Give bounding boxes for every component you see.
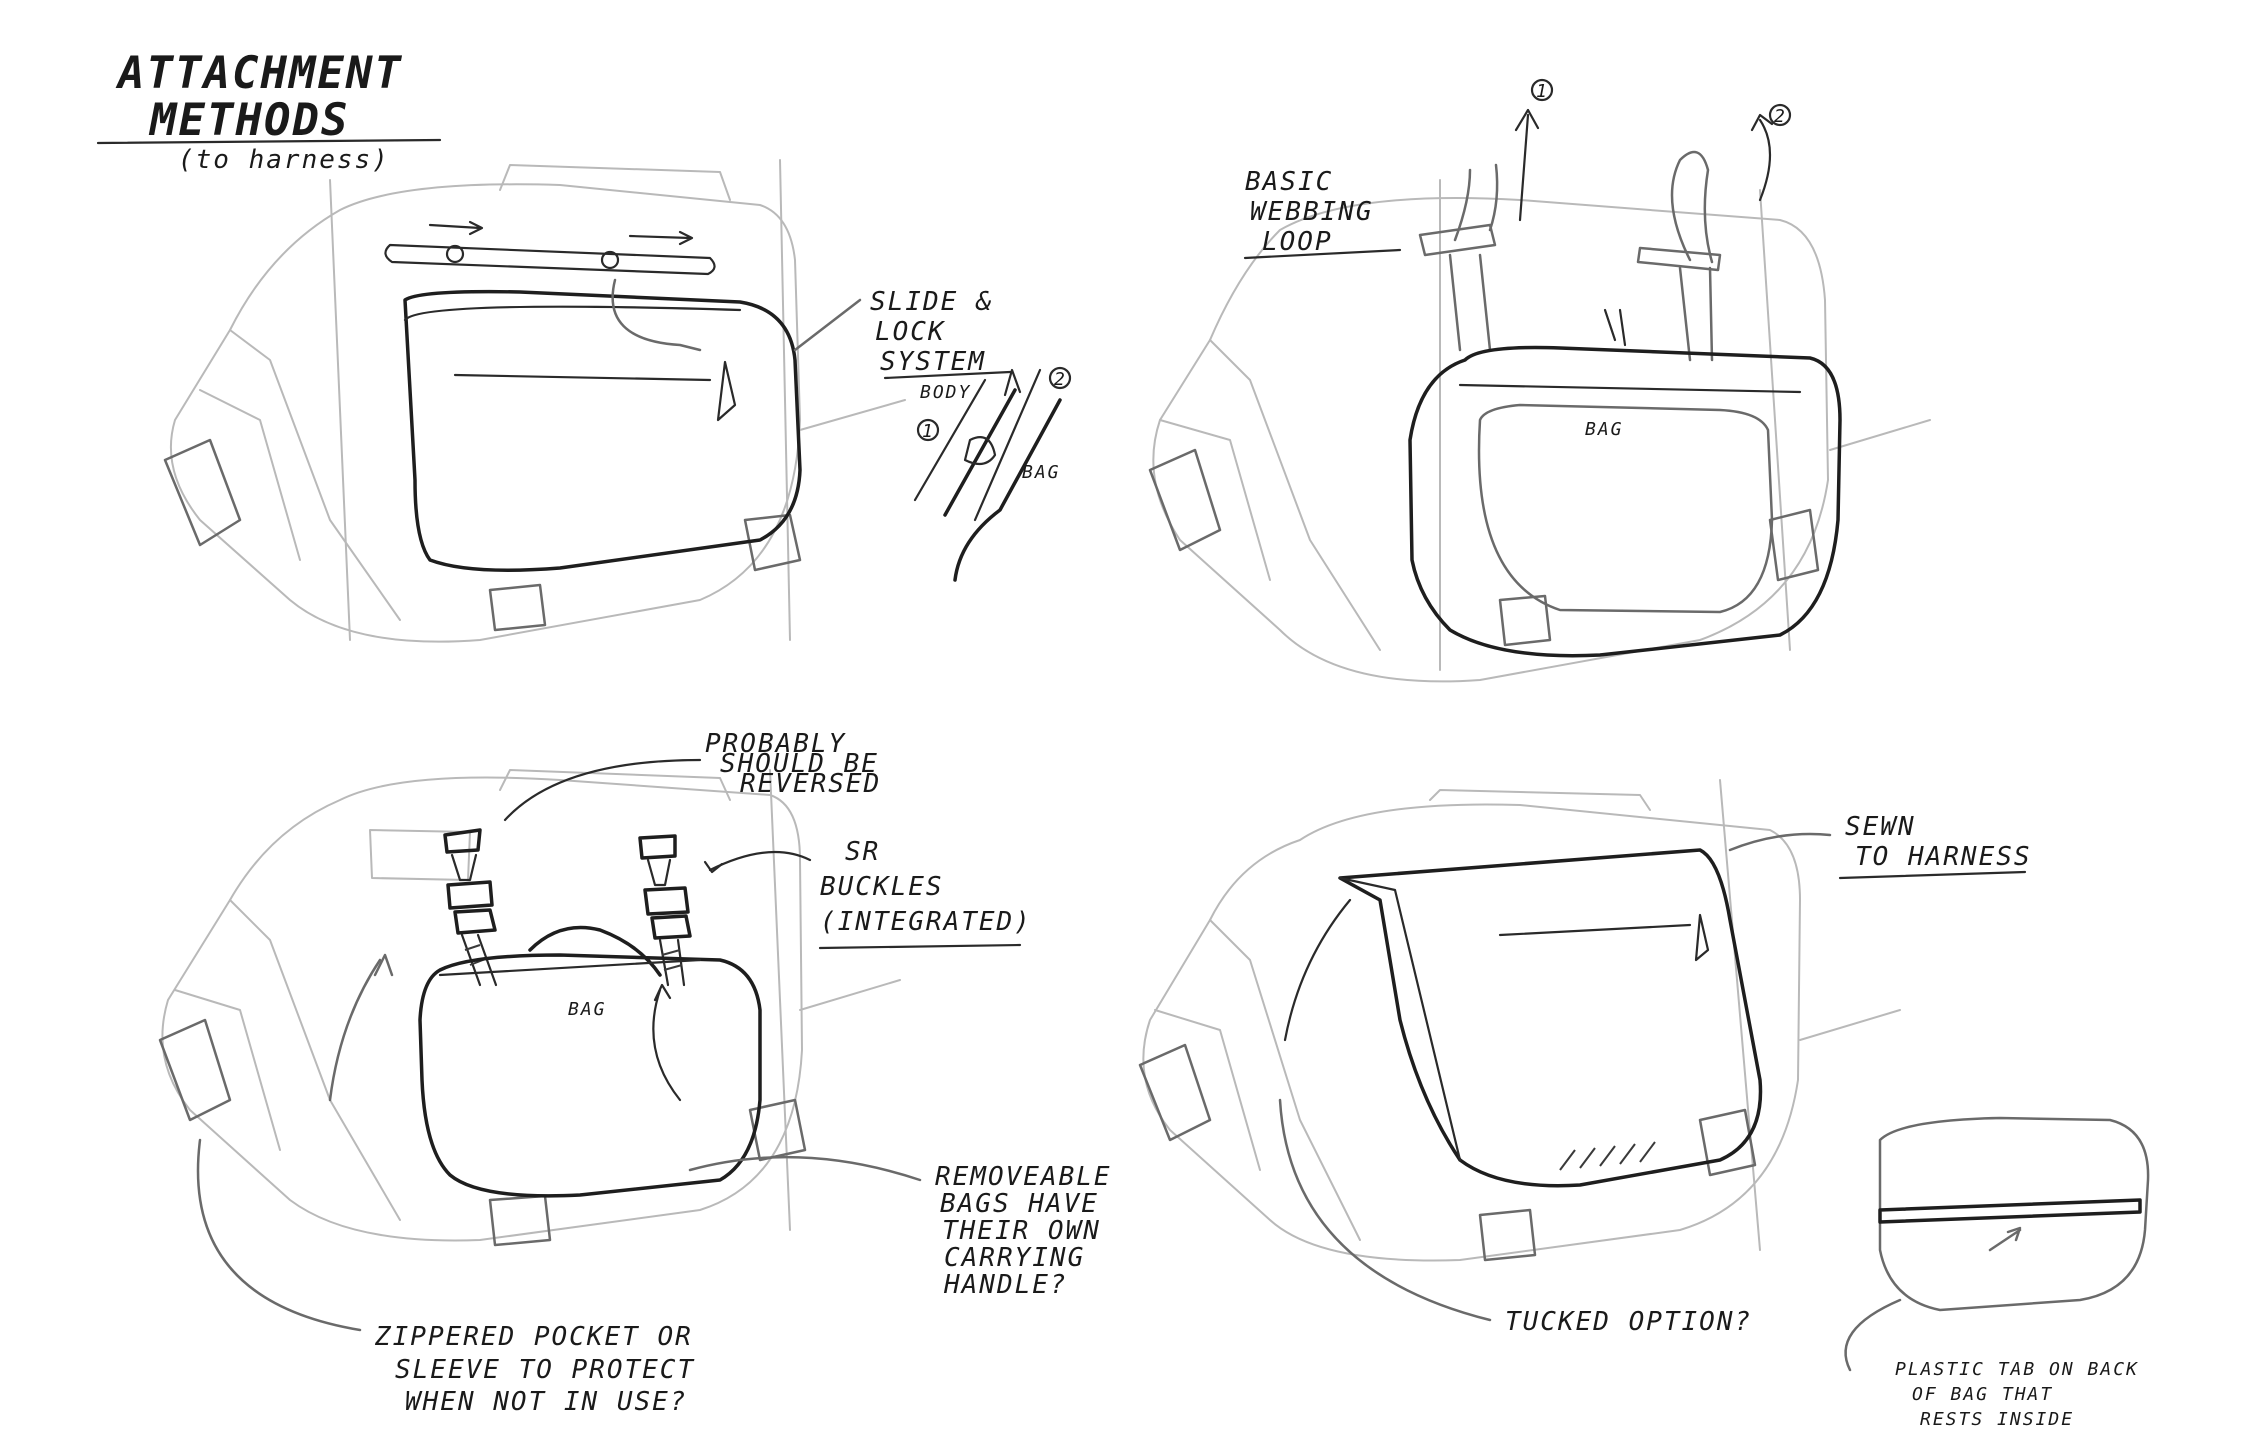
note-pocket-line-2: SLEEVE TO PROTECT	[395, 1355, 695, 1385]
webbing-step-1: 1	[1536, 81, 1549, 102]
callout-webbing-underline	[1243, 248, 1402, 260]
callout-sewn-underline	[1838, 870, 2027, 880]
callout-slide-lock-line-1: SLIDE &	[870, 287, 994, 317]
bag-label-buckles: BAG	[568, 999, 607, 1020]
webbing-loops: 1 2	[1418, 78, 1792, 362]
harness-body-1	[163, 159, 906, 643]
title-subtitle: (to harness)	[178, 145, 390, 175]
harness-body-4	[1138, 779, 1901, 1262]
callout-slide-lock-line-3: SYSTEM	[880, 347, 986, 377]
callout-buckles-line-1: SR	[845, 837, 880, 867]
panel-sr-buckles: BAG PROBABLY SHOULD BE REVERSED SR BUCKL…	[158, 729, 1112, 1417]
note-removable-line-3: THEIR OWN	[942, 1216, 1101, 1246]
note-tucked-option: TUCKED OPTION?	[1278, 1098, 1752, 1337]
detail-body-label: BODY	[920, 382, 971, 403]
callout-sewn-line-1: SEWN	[1845, 812, 1916, 842]
callout-webbing-line-1: BASIC	[1245, 167, 1333, 197]
bag-sr-buckles: BAG	[418, 925, 762, 1198]
bag-slide-lock	[403, 278, 802, 572]
callout-slide-lock-underline	[883, 370, 1012, 380]
note-reversed-line-2: SHOULD BE	[720, 749, 879, 779]
note-removable-line-1: REMOVEABLE	[935, 1162, 1112, 1192]
callout-slide-lock: SLIDE & LOCK SYSTEM	[793, 287, 1012, 380]
callout-slide-lock-line-2: LOCK	[875, 317, 946, 347]
panel-slide-lock: SLIDE & LOCK SYSTEM BODY BAG 1 2	[163, 159, 1072, 643]
callout-buckles-underline	[818, 943, 1022, 950]
callout-buckles-line-3: (INTEGRATED)	[820, 907, 1032, 937]
harness-body-3	[158, 769, 901, 1247]
bag-sewn	[1283, 848, 1763, 1188]
note-removable-bags: REMOVEABLE BAGS HAVE THEIR OWN CARRYING …	[688, 1155, 1112, 1300]
callout-webbing-loop: BASIC WEBBING LOOP	[1243, 167, 1402, 260]
webbing-step-2: 2	[1774, 106, 1787, 127]
sheet-title: ATTACHMENT METHODS (to harness)	[96, 48, 442, 175]
bag-label-webbing: BAG	[1585, 419, 1624, 440]
pocket-arrow	[328, 958, 382, 1102]
panel-sewn-harness: SEWN TO HARNESS TUCKED OPTION? PLASTIC T…	[1138, 779, 2150, 1430]
note-tab-line-3: RESTS INSIDE	[1920, 1409, 2074, 1430]
detail-bag-label: BAG	[1022, 462, 1061, 483]
note-probably-reversed: PROBABLY SHOULD BE REVERSED	[503, 729, 881, 822]
note-reversed-line-1: PROBABLY	[705, 729, 847, 759]
detail-step-2: 2	[1054, 369, 1067, 390]
title-underline	[96, 138, 442, 145]
note-plastic-tab: PLASTIC TAB ON BACK OF BAG THAT RESTS IN…	[1844, 1298, 2139, 1430]
note-removable-line-5: HANDLE?	[943, 1270, 1068, 1300]
callout-buckles-line-2: BUCKLES	[820, 872, 944, 902]
panel-webbing-loop: 1 2 BAG BASIC WEBBING LOOP	[1148, 78, 1931, 683]
note-pocket-line-1: ZIPPERED POCKET OR	[374, 1322, 693, 1352]
slide-lock-detail: BODY BAG 1 2	[913, 366, 1072, 582]
bag-webbing-loop: BAG	[1408, 345, 1842, 658]
note-zippered-pocket: ZIPPERED POCKET OR SLEEVE TO PROTECT WHE…	[196, 1138, 695, 1417]
callout-webbing-line-3: LOOP	[1262, 227, 1333, 257]
note-reversed-line-3: REVERSED	[740, 769, 881, 799]
note-removable-line-4: CARRYING	[944, 1243, 1085, 1273]
note-tab-line-2: OF BAG THAT	[1912, 1384, 2053, 1405]
title-line-1: ATTACHMENT	[115, 48, 403, 99]
callout-sewn-line-2: TO HARNESS	[1855, 842, 2032, 872]
note-tab-line-1: PLASTIC TAB ON BACK	[1895, 1359, 2139, 1380]
bag-plastic-tab	[1878, 1116, 2150, 1312]
title-line-2: METHODS	[148, 95, 349, 146]
detail-step-1: 1	[922, 421, 935, 442]
note-tucked: TUCKED OPTION?	[1505, 1307, 1752, 1337]
callout-webbing-line-2: WEBBING	[1250, 197, 1374, 227]
harness-body-2	[1148, 179, 1931, 683]
slide-rail	[384, 220, 716, 276]
callout-sewn-harness: SEWN TO HARNESS	[1728, 812, 2032, 880]
note-pocket-line-3: WHEN NOT IN USE?	[405, 1387, 687, 1417]
note-removable-line-2: BAGS HAVE	[940, 1189, 1099, 1219]
callout-sr-buckles: SR BUCKLES (INTEGRATED)	[703, 837, 1032, 950]
